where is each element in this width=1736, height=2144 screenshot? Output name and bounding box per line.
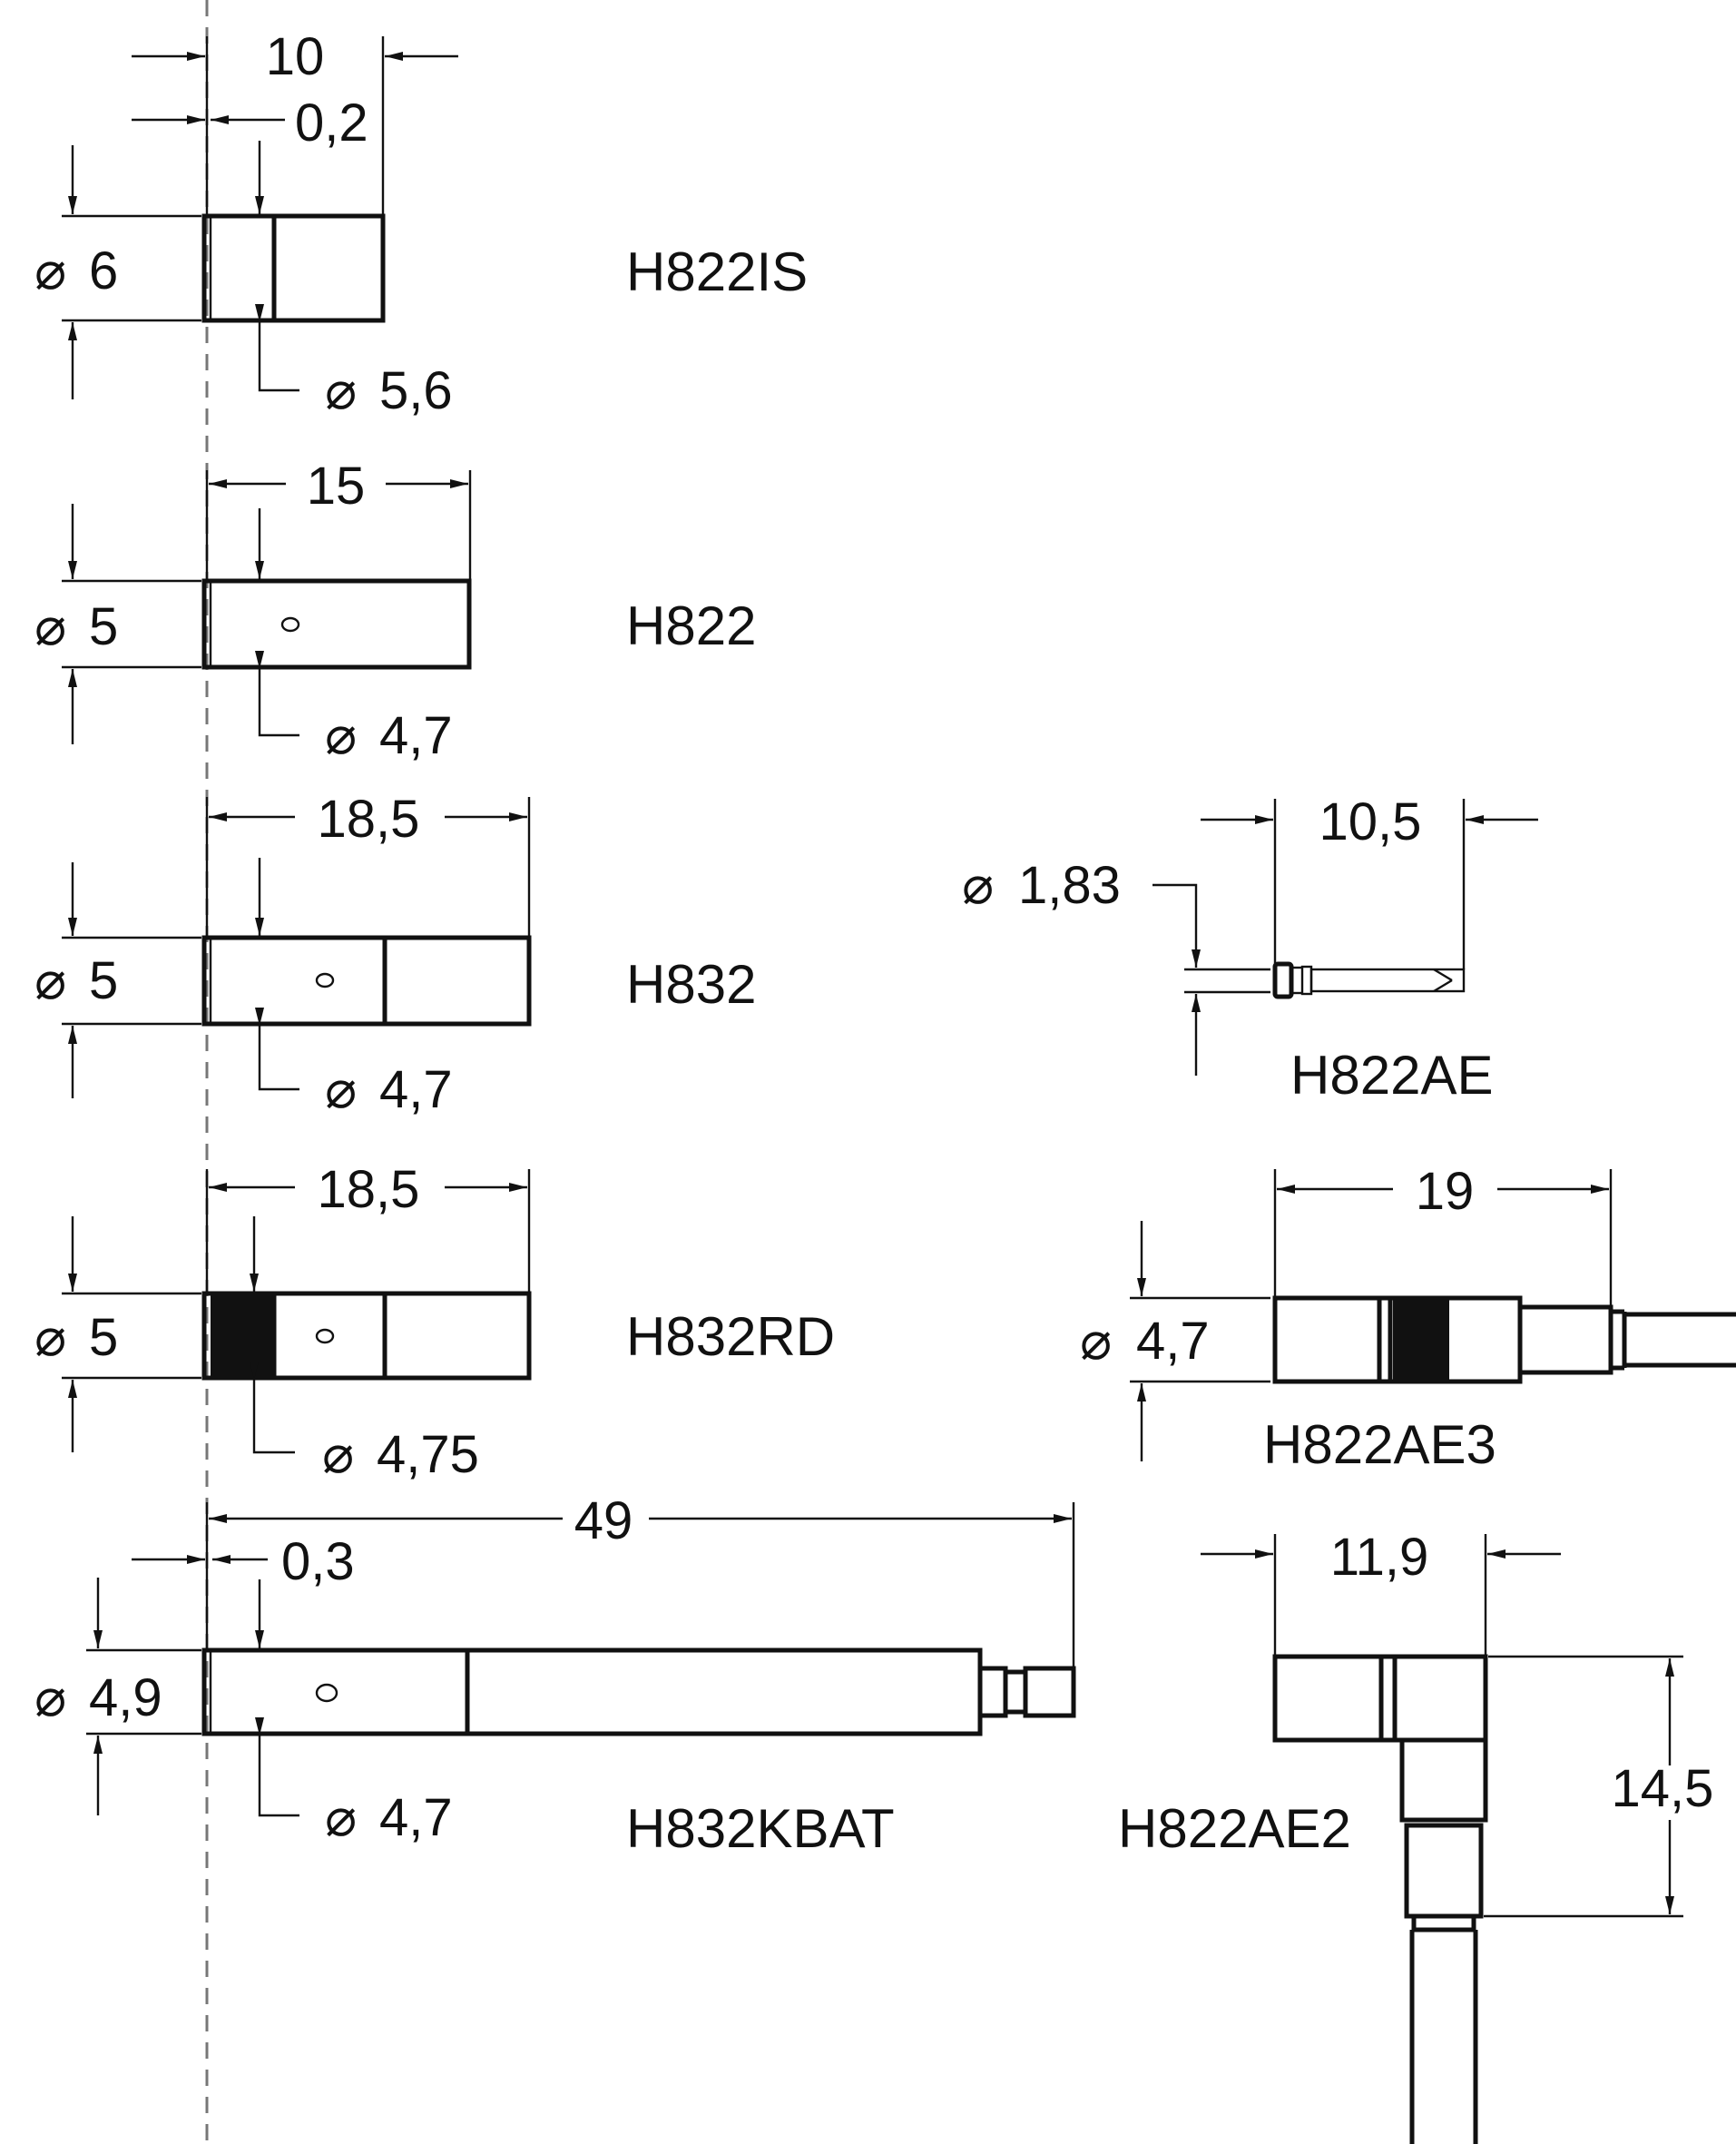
h832-outer: 5 <box>89 951 118 1010</box>
h822ae-label: H822AE <box>1290 1045 1493 1106</box>
part-h832kbat <box>86 1502 1076 1817</box>
h822ae3-label: H822AE3 <box>1263 1414 1496 1475</box>
part-h832 <box>62 797 532 1098</box>
h832rd-outer-symbol: ⌀ <box>34 1308 66 1367</box>
part-h822ae3 <box>1130 1169 1736 1461</box>
h832rd-inner-symbol: ⌀ <box>322 1425 354 1484</box>
h822-inner-symbol: ⌀ <box>325 706 357 765</box>
h822ae2-height: 14,5 <box>1612 1759 1714 1818</box>
h822-outer: 5 <box>89 597 118 656</box>
part-h822 <box>62 470 472 744</box>
h822is-inner-symbol: ⌀ <box>325 361 357 420</box>
h832-label: H832 <box>626 954 756 1015</box>
h822ae-outer: 1,83 <box>1018 856 1121 915</box>
h822is-outer-symbol: ⌀ <box>34 241 66 300</box>
h822ae3-outer: 4,7 <box>1136 1312 1210 1371</box>
h832-outer-symbol: ⌀ <box>34 951 66 1010</box>
h822-inner: 4,7 <box>379 706 453 765</box>
h832kbat-length: 49 <box>574 1491 633 1550</box>
h822ae3-outer-symbol: ⌀ <box>1080 1312 1112 1371</box>
h822ae-outer-symbol: ⌀ <box>962 856 994 915</box>
h832rd-label: H832RD <box>626 1306 835 1367</box>
part-h822ae2 <box>1201 1534 1683 2144</box>
h832kbat-inner-symbol: ⌀ <box>325 1788 357 1847</box>
h822-length: 15 <box>307 457 366 516</box>
h832kbat-outer: 4,9 <box>89 1668 162 1727</box>
h822is-length: 10 <box>266 27 325 86</box>
h822ae3-length: 19 <box>1416 1162 1475 1221</box>
h832kbat-outer-symbol: ⌀ <box>34 1668 66 1727</box>
h822is-inner: 5,6 <box>379 361 453 420</box>
h832kbat-label: H832KBAT <box>626 1798 895 1859</box>
h822ae-length: 10,5 <box>1319 792 1422 851</box>
h822ae2-label: H822AE2 <box>1118 1798 1351 1859</box>
h832rd-inner: 4,75 <box>377 1425 479 1484</box>
h822-outer-symbol: ⌀ <box>34 597 66 656</box>
h822-label: H822 <box>626 595 756 656</box>
h822ae2-length: 11,9 <box>1330 1528 1429 1587</box>
h832-length: 18,5 <box>318 790 420 849</box>
h822is-outer: 6 <box>89 241 118 300</box>
h832-inner-symbol: ⌀ <box>325 1060 357 1119</box>
h832-inner: 4,7 <box>379 1060 453 1119</box>
part-h822is <box>62 36 458 399</box>
h822is-label: H822IS <box>626 241 808 302</box>
h832rd-outer: 5 <box>89 1308 118 1367</box>
h832kbat-offset: 0,3 <box>281 1532 355 1591</box>
h832rd-length: 18,5 <box>318 1160 420 1219</box>
h822is-offset: 0,2 <box>295 93 368 152</box>
h832kbat-inner: 4,7 <box>379 1788 453 1847</box>
part-h832rd <box>62 1169 532 1454</box>
part-h822ae <box>1152 799 1538 1076</box>
